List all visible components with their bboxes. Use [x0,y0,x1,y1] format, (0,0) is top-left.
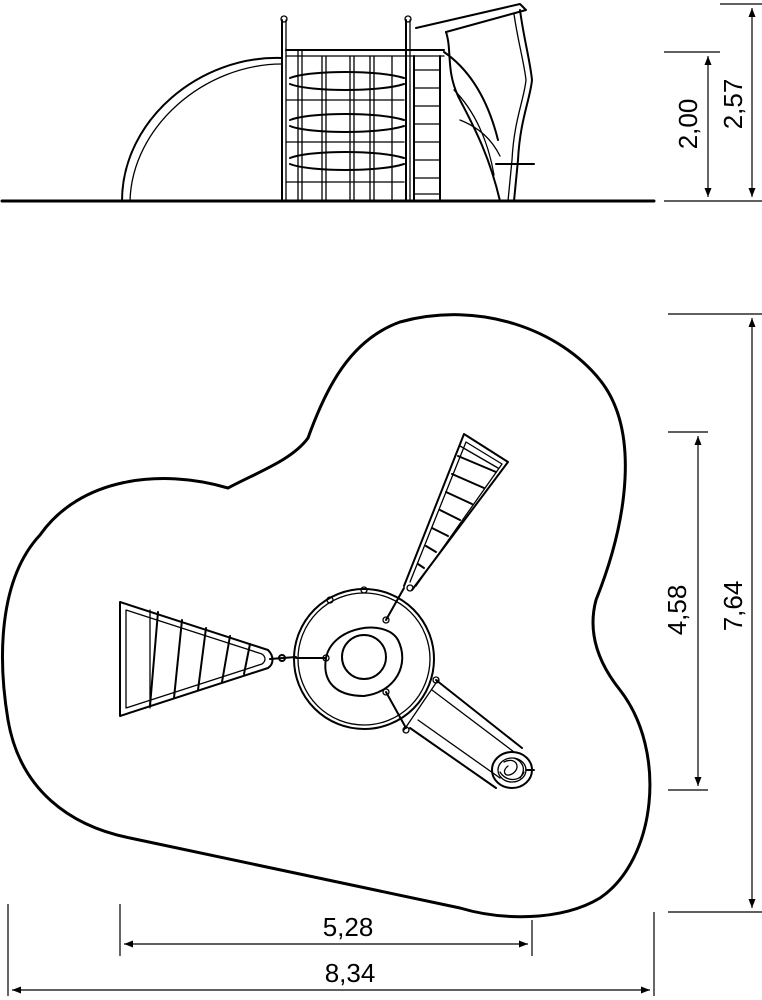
plan-dimension-lines [7,313,762,996]
climbing-net-plan [119,601,297,717]
ladder-plan [403,433,509,591]
slide-plan [403,679,535,789]
dimension-height-platform: 2,00 [673,99,703,150]
elevation-view: 2,00 2,57 [0,3,762,203]
central-tower-plan [293,584,440,734]
safety-area-outline [1,313,652,919]
slide-elevation [415,3,535,202]
dimension-width-total: 8,34 [325,958,376,988]
dimension-depth-equipment: 4,58 [662,585,692,636]
dimension-width-equipment: 5,28 [323,912,374,942]
platform-rings-elevation [285,71,405,183]
elevation-dimension-lines [664,3,762,202]
tower-frame-elevation [280,15,445,202]
dimension-depth-total: 7,64 [718,581,748,632]
dimension-height-total: 2,57 [718,79,748,130]
plan-view: 4,58 7,64 5,28 8,34 [1,313,762,996]
ladder-elevation [413,55,441,202]
curved-arch-elevation [121,56,283,202]
